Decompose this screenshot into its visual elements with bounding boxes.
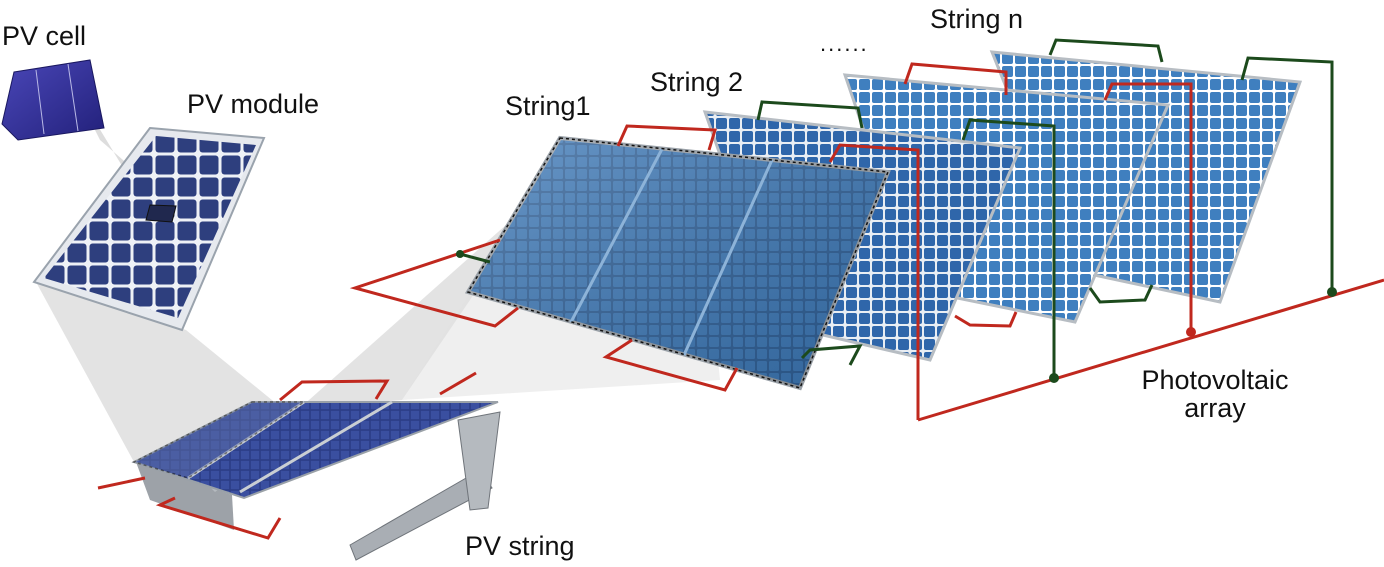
- string-1-label: String1: [505, 91, 591, 121]
- green-wire-string-2-top: [756, 100, 864, 129]
- junction-dots: [456, 250, 1337, 383]
- red-wire-string-right: [439, 371, 477, 396]
- red-wire-row-2-bottom: [954, 311, 1018, 328]
- green-wire-string-2-right: [961, 118, 1056, 378]
- string-n-label: String n: [930, 4, 1024, 34]
- junction-dot: [1186, 327, 1196, 337]
- photovoltaic-array-line-2: array: [1184, 393, 1246, 424]
- string-to-array-callout: [300, 208, 525, 408]
- red-wire-string-1-bottom: [602, 338, 739, 392]
- green-wire-row-n-right: [1240, 56, 1334, 292]
- green-wire-row-n-top: [1048, 38, 1164, 63]
- red-wire-row-3-top: [903, 62, 1008, 95]
- module-to-string-callout: [36, 282, 278, 462]
- junction-dot: [1327, 287, 1337, 297]
- green-wire-row-3-bottom: [1088, 284, 1154, 304]
- pv-cell-label: PV cell: [2, 21, 87, 51]
- red-wire-string-top: [279, 379, 390, 402]
- red-wire-string-1-top: [616, 124, 717, 151]
- photovoltaic-array-label: Photovoltaic array: [1110, 366, 1320, 423]
- pv-module-image: [32, 126, 266, 332]
- red-wires: [97, 62, 1384, 540]
- pv-string-image: [131, 400, 501, 561]
- pv-module-label: PV module: [187, 89, 320, 119]
- red-wire-row-3-right: [1103, 82, 1193, 332]
- red-wire-array-bus: [917, 278, 1384, 422]
- green-wires: [459, 38, 1334, 378]
- ellipsis-label: ......: [820, 31, 869, 56]
- red-wire-string-bottom: [155, 496, 282, 540]
- junction-dot: [456, 250, 464, 258]
- green-wire-string-1-right: [800, 344, 863, 366]
- red-wire-string-left: [97, 476, 146, 490]
- red-wire-string-2-top: [828, 143, 920, 420]
- string-1-front-panel: [464, 135, 891, 391]
- pv-cell-image: [1, 59, 105, 141]
- pv-string-label: PV string: [465, 531, 575, 561]
- red-wire-string-1-left: [349, 238, 519, 328]
- junction-dot: [1049, 373, 1059, 383]
- photovoltaic-array-line-1: Photovoltaic: [1141, 365, 1289, 395]
- string-2-label: String 2: [650, 67, 744, 97]
- green-wire-string-1-left: [459, 252, 491, 264]
